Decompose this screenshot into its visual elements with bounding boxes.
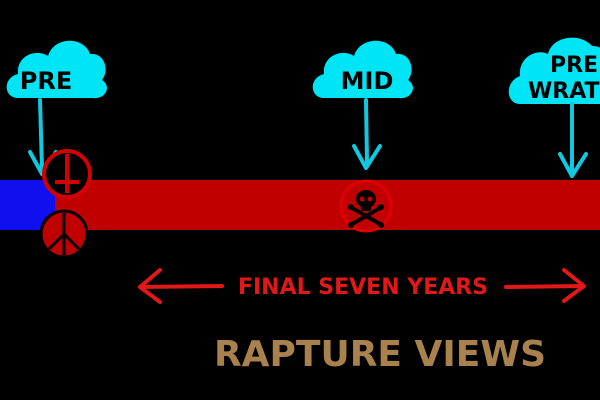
cloud-pre-wrath-label-line2: WRATH (528, 79, 600, 104)
cloud-pre-shape (6, 40, 107, 99)
inverted-cross-icon (42, 149, 92, 199)
timeline-red-bar (55, 180, 600, 230)
cloud-mid: MID (312, 40, 413, 99)
arrow-pre-wrath (558, 102, 588, 178)
span-label: FINAL SEVEN YEARS (238, 275, 488, 300)
span-left-arrow (138, 268, 224, 304)
span-right-arrow (504, 268, 586, 303)
cloud-pre-wrath: PRE WRATH (508, 37, 600, 104)
skull-crossbones-icon (339, 179, 393, 233)
cloud-pre-wrath-shape (508, 37, 600, 104)
final-seven-years-span: FINAL SEVEN YEARS (138, 268, 586, 304)
cloud-pre-label: PRE (20, 67, 72, 95)
arrow-mid (352, 98, 382, 170)
cloud-pre-wrath-label-line1: PRE (550, 53, 598, 78)
cloud-pre: PRE (6, 40, 107, 99)
cloud-mid-label: MID (341, 67, 394, 95)
cloud-mid-shape (312, 40, 413, 99)
diagram-title: RAPTURE VIEWS (214, 334, 546, 375)
peace-sign-icon (39, 209, 89, 259)
